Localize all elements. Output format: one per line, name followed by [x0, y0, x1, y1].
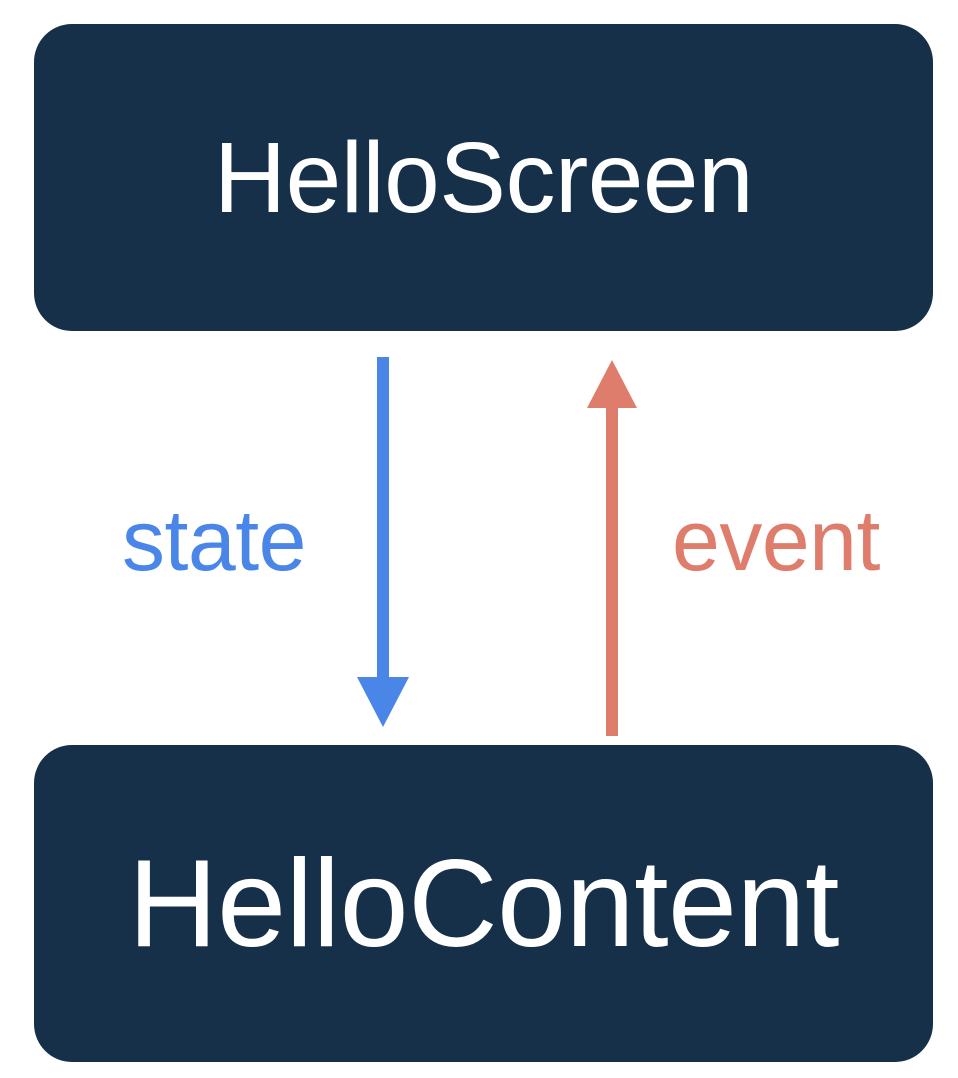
edge-label-event: event: [672, 493, 880, 589]
edge-label-state: state: [122, 493, 306, 589]
node-hello-content[interactable]: HelloContent: [34, 745, 933, 1062]
node-hello-screen-label: HelloScreen: [213, 121, 754, 234]
node-hello-screen[interactable]: HelloScreen: [34, 24, 933, 331]
state-arrow: [357, 357, 409, 727]
node-hello-content-label: HelloContent: [128, 834, 839, 973]
event-arrow: [587, 360, 637, 736]
